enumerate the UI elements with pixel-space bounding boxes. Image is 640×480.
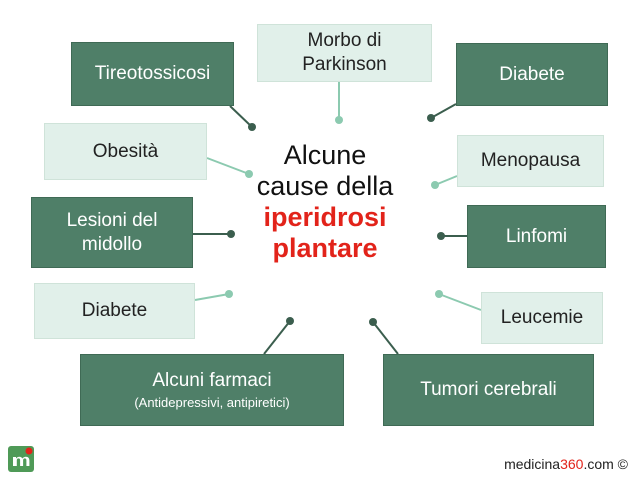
dot-menopausa — [431, 181, 439, 189]
label-linfomi: Linfomi — [505, 225, 568, 247]
center-line2: cause della — [256, 171, 394, 202]
footer-brand-accent: 360 — [560, 456, 584, 472]
dot-leucemie — [435, 290, 443, 298]
connector-leucemie — [438, 293, 482, 311]
dot-farmaci — [286, 317, 294, 325]
connector-diabete-right — [430, 103, 457, 119]
box-linfomi: Linfomi — [467, 205, 606, 268]
dark-connectors — [193, 103, 467, 355]
label-leucemie: Leucemie — [500, 307, 584, 329]
box-tireotossicosi: Tireotossicosi — [71, 42, 234, 106]
box-obesita: Obesità — [44, 123, 207, 180]
box-diabete-left: Diabete — [34, 283, 195, 339]
label-lesioni-line2: midollo — [81, 233, 143, 255]
connector-tireotossicosi — [229, 105, 253, 128]
center-title: Alcune cause della iperidrosi plantare — [230, 140, 420, 264]
label-parkinson-line2: Parkinson — [302, 54, 387, 75]
dot-tumori — [369, 318, 377, 326]
footer-credit: medicina360.com © — [504, 456, 628, 472]
connector-farmaci — [263, 320, 291, 355]
box-parkinson: Morbo di Parkinson — [257, 24, 432, 82]
dot-obesita — [245, 170, 253, 178]
footer-brand: medicina — [504, 456, 561, 472]
connector-tumori — [372, 321, 399, 355]
label-lesioni-line1: Lesioni del — [66, 209, 158, 231]
center-highlight1: iperidrosi — [263, 202, 387, 233]
dot-diabete-left — [225, 290, 233, 298]
footer-suffix: .com © — [583, 456, 628, 472]
dot-diabete-right — [427, 114, 435, 122]
box-diabete-right: Diabete — [456, 43, 608, 106]
box-menopausa: Menopausa — [457, 135, 604, 187]
label-farmaci: Alcuni farmaci — [152, 370, 272, 391]
label-tumori: Tumori cerebrali — [420, 379, 557, 401]
light-dots — [225, 116, 443, 298]
box-tumori: Tumori cerebrali — [383, 354, 594, 426]
center-highlight2: plantare — [272, 233, 378, 264]
connector-obesita — [206, 157, 250, 175]
label-diabete-right: Diabete — [499, 63, 565, 85]
box-leucemie: Leucemie — [481, 292, 603, 344]
medicina360-logo-icon — [8, 446, 34, 472]
label-parkinson-line1: Morbo di — [307, 30, 382, 52]
box-lesioni: Lesioni del midollo — [31, 197, 193, 268]
label-tireotossicosi: Tireotossicosi — [94, 63, 211, 85]
dot-linfomi — [437, 232, 445, 240]
dot-tireotossicosi — [248, 123, 256, 131]
label-farmaci-sub: (Antidepressivi, antipiretici) — [134, 394, 290, 410]
dot-parkinson — [335, 116, 343, 124]
label-diabete-left: Diabete — [81, 300, 148, 322]
box-farmaci: Alcuni farmaci (Antidepressivi, antipire… — [80, 354, 344, 426]
connector-diabete-left — [194, 293, 230, 301]
dark-dots — [227, 114, 445, 326]
center-line1: Alcune — [283, 140, 367, 170]
dot-lesioni — [227, 230, 235, 238]
label-menopausa: Menopausa — [480, 150, 581, 172]
label-obesita: Obesità — [92, 140, 159, 162]
